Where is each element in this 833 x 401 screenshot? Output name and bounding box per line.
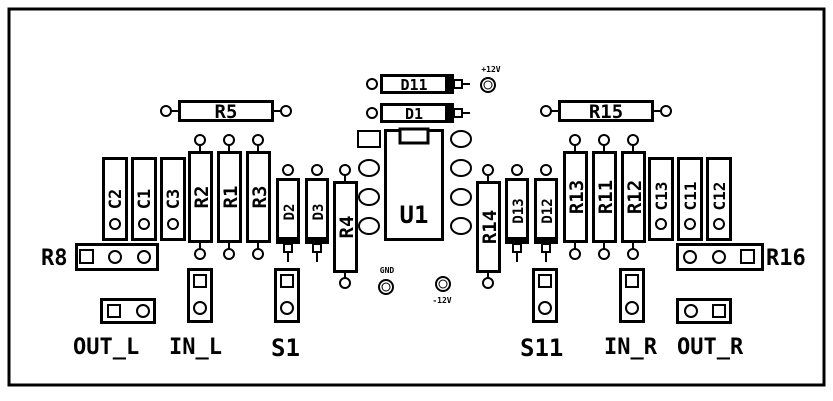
label-in-l: IN_L	[169, 335, 222, 360]
label-r13: R13	[566, 180, 588, 214]
capacitor-c2: C2	[102, 157, 128, 241]
label-out-r: OUT_R	[677, 335, 744, 360]
resistor-r11: R11	[592, 134, 617, 260]
label-minus12: -12V	[432, 296, 451, 305]
label-s11: S11	[520, 334, 563, 362]
label-d13: D13	[511, 198, 527, 223]
capacitor-c13: C13	[648, 157, 674, 241]
diode-d1: D1	[366, 103, 470, 123]
potentiometer-r16: R16	[676, 243, 806, 271]
connector-out-r: OUT_R	[676, 298, 744, 360]
resistor-r12: R12	[621, 134, 646, 260]
label-r4: R4	[336, 216, 358, 239]
label-c12: C12	[710, 182, 729, 211]
label-r15: R15	[589, 101, 623, 123]
label-plus12: +12V	[481, 65, 500, 74]
resistor-r1: R1	[217, 134, 242, 260]
resistor-r3: R3	[246, 134, 271, 260]
resistor-r2: R2	[188, 134, 213, 260]
power-plus12-pad: +12V	[480, 65, 501, 93]
label-r12: R12	[624, 180, 646, 214]
label-r2: R2	[191, 186, 213, 209]
label-c13: C13	[652, 182, 671, 211]
potentiometer-r8: R8	[41, 243, 159, 271]
resistor-r14: R14	[476, 164, 501, 289]
connector-in-r: IN_R	[604, 268, 658, 360]
capacitor-c11: C11	[677, 157, 703, 241]
connector-s11: S11	[520, 268, 563, 362]
connector-out-l: OUT_L	[73, 298, 156, 360]
capacitor-c1: C1	[131, 157, 157, 241]
label-c2: C2	[106, 189, 126, 209]
label-r3: R3	[249, 186, 271, 209]
resistor-r13: R13	[563, 134, 588, 260]
label-in-r: IN_R	[604, 335, 658, 360]
label-c1: C1	[135, 189, 155, 209]
label-r11: R11	[595, 180, 617, 214]
power-minus12-pad: -12V	[432, 276, 452, 305]
capacitor-c12: C12	[706, 157, 732, 241]
label-c3: C3	[164, 189, 184, 209]
label-d12: D12	[540, 198, 556, 223]
diode-d12: D12	[534, 164, 558, 262]
label-gnd: GND	[380, 266, 395, 275]
label-d2: D2	[282, 204, 298, 221]
label-r1: R1	[220, 186, 242, 209]
label-r8: R8	[41, 246, 68, 271]
label-u1: U1	[400, 201, 429, 229]
connector-s1: S1	[271, 268, 300, 362]
diode-d2: D2	[276, 164, 300, 262]
connector-in-l: IN_L	[169, 268, 222, 360]
label-d3: D3	[311, 204, 327, 221]
label-r16: R16	[766, 246, 806, 271]
label-r14: R14	[479, 210, 501, 244]
resistor-r15: R15	[540, 100, 672, 123]
label-d11: D11	[400, 76, 427, 94]
label-s1: S1	[271, 334, 300, 362]
label-d1: D1	[405, 105, 423, 123]
diode-d11: D11	[366, 74, 470, 94]
label-out-l: OUT_L	[73, 335, 139, 360]
diode-d13: D13	[505, 164, 529, 262]
resistor-r4: R4	[333, 164, 358, 289]
diode-d3: D3	[305, 164, 329, 262]
ic-u1: U1	[357, 127, 472, 241]
power-gnd-pad: GND	[378, 266, 395, 295]
resistor-r5: R5	[160, 100, 292, 123]
label-r5: R5	[215, 101, 238, 123]
capacitor-c3: C3	[160, 157, 186, 241]
label-c11: C11	[681, 182, 700, 211]
